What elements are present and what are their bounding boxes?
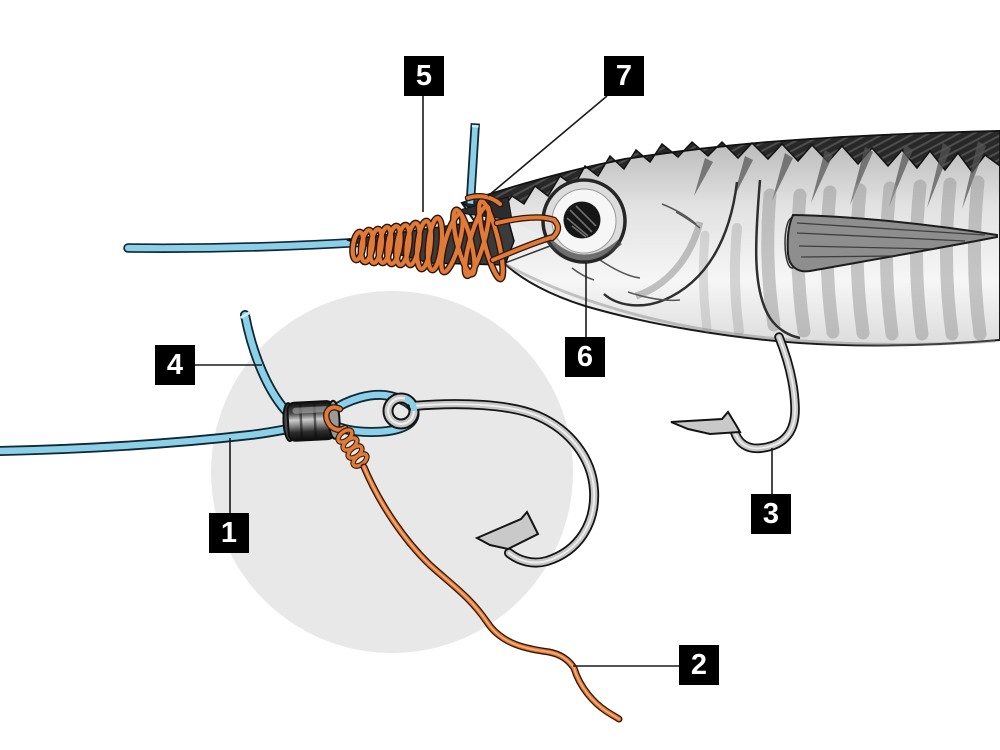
- callout-line-7: [487, 95, 608, 197]
- callout-7: 7: [604, 56, 644, 96]
- fish-jaw-line: [504, 242, 559, 264]
- detail-hook: [382, 392, 600, 568]
- callout-3: 3: [751, 494, 791, 534]
- fish-pectoral-fin: [786, 213, 998, 273]
- callout-5: 5: [404, 56, 444, 96]
- fish-gill-curves: [504, 179, 996, 346]
- detail-circle: [211, 291, 573, 653]
- detail-loop-over-ring: [403, 395, 417, 412]
- callout-4: 4: [155, 345, 195, 385]
- fish-fin-rays: [796, 222, 986, 258]
- fish-belly-hook: [670, 332, 800, 454]
- detail-wire-twist-coils: [335, 427, 370, 469]
- callout-leader-lines: [195, 95, 773, 667]
- fish-eye: [541, 178, 627, 264]
- callout-1: 1: [209, 513, 249, 553]
- fish-hook-point-barb: [670, 410, 742, 436]
- callout-2: 2: [679, 645, 719, 685]
- top-main-leader-line: [123, 237, 371, 253]
- ballyhoo-fish: [460, 129, 1000, 347]
- detail-hook-shank: [408, 399, 600, 568]
- detail-copper-wire: [323, 404, 623, 723]
- fish-eye-pupil: [563, 201, 601, 239]
- top-leader-tag-end: [465, 123, 480, 207]
- detail-main-leader-line: [0, 423, 298, 456]
- bill-wire-wraps: [349, 197, 507, 283]
- bill-wire-to-eye-strands: [464, 193, 562, 264]
- callout-6: 6: [565, 337, 605, 377]
- detail-hook-point-barb: [474, 510, 540, 551]
